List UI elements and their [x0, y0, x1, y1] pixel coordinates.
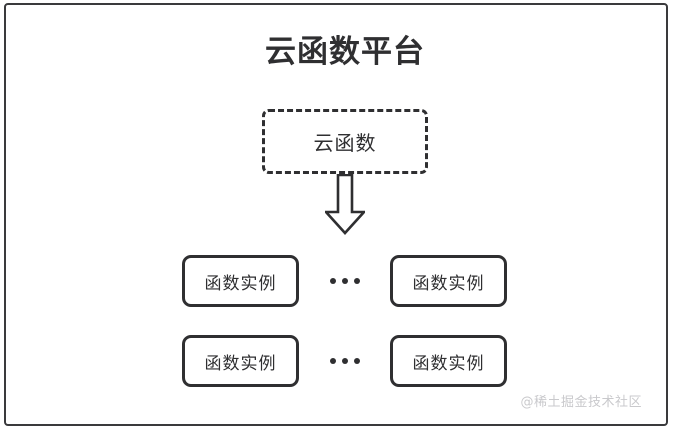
- ellipsis-dot: [353, 358, 360, 364]
- cloud-function-label: 云函数: [313, 131, 377, 155]
- function-instance-label: 函数实例: [204, 273, 277, 294]
- ellipsis-dot: [329, 278, 336, 284]
- ellipsis-icon: [326, 358, 364, 364]
- function-instance-label: 函数实例: [412, 353, 485, 374]
- function-instance-label: 函数实例: [412, 273, 485, 294]
- ellipsis-dot: [341, 358, 348, 364]
- page-title-text: 云函数平台: [265, 34, 425, 70]
- cloud-function-node: 云函数: [262, 109, 428, 174]
- function-instance-label: 函数实例: [204, 353, 277, 374]
- watermark: @稀土掘金技术社区: [520, 395, 642, 410]
- ellipsis-icon: [326, 278, 364, 284]
- instance-row: 函数实例 函数实例: [182, 255, 507, 307]
- ellipsis-dot: [329, 358, 336, 364]
- ellipsis-dot: [341, 278, 348, 284]
- function-instance-box: 函数实例: [390, 255, 507, 307]
- function-instance-box: 函数实例: [182, 255, 299, 307]
- instance-row: 函数实例 函数实例: [182, 335, 507, 387]
- function-instance-box: 函数实例: [182, 335, 299, 387]
- ellipsis-dot: [353, 278, 360, 284]
- function-instance-box: 函数实例: [390, 335, 507, 387]
- arrow-down-block-icon: [323, 173, 367, 235]
- page-title: 云函数平台: [6, 31, 676, 73]
- cloud-function-platform-frame: 云函数平台 云函数 函数实例 函数实例 函数实例: [4, 3, 668, 426]
